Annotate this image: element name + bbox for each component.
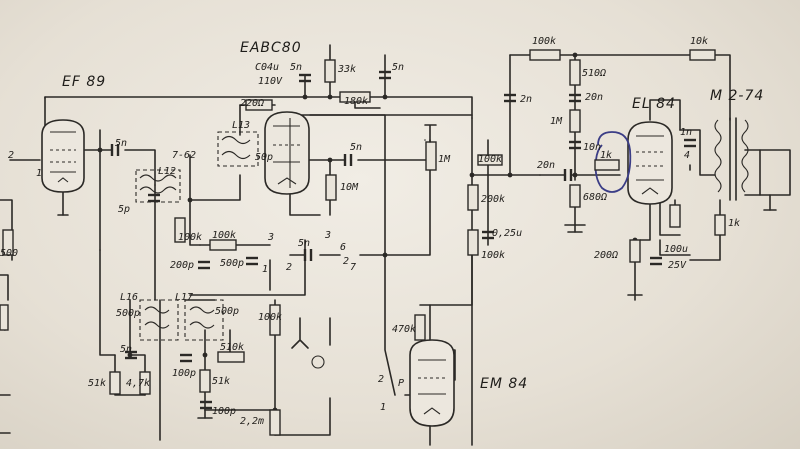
tube-el84-symbol [627, 121, 673, 205]
label: 2 [378, 374, 384, 385]
label: 200k [481, 194, 505, 205]
label: L16 [120, 292, 138, 303]
label: 4,7k [126, 378, 150, 389]
label: 3 [324, 230, 331, 241]
label: 51k [212, 376, 230, 387]
label: 100p [212, 406, 236, 417]
label: 5p [118, 204, 130, 215]
tube-label-em84: EM 84 [480, 376, 528, 392]
label: 5n [120, 344, 132, 355]
label: 680Ω [583, 192, 607, 203]
label: 2 [8, 150, 14, 161]
label: 10n [583, 142, 601, 153]
label: 5n [298, 238, 310, 249]
label: 100k [481, 250, 505, 261]
label: 200p [170, 260, 194, 271]
label: 500p [220, 258, 244, 269]
label: 0,25u [492, 228, 522, 239]
label: C04u [255, 62, 279, 73]
label: 7 [350, 262, 356, 273]
label: 4 [684, 150, 690, 161]
label: 20n [585, 92, 603, 103]
label: 33k [337, 64, 356, 75]
tube-em84-symbol [409, 339, 455, 427]
label: 5n [392, 62, 404, 73]
label: P [398, 378, 404, 389]
tube-ef89-symbol [41, 119, 85, 193]
coils [135, 117, 749, 341]
tube-label-eabc80: EABC80 [240, 40, 302, 56]
label: 1n [680, 127, 692, 138]
label: 100p [172, 368, 196, 379]
label: 200Ω [594, 250, 618, 261]
label: 500p [215, 306, 239, 317]
label: 1M [550, 116, 563, 127]
label: 100k [532, 36, 556, 47]
label: 1 [36, 168, 42, 179]
label: 100k [478, 154, 502, 165]
label: 50p [255, 152, 273, 163]
label: 100k [212, 230, 236, 241]
label: 500p [116, 308, 140, 319]
label: 5n [290, 62, 302, 73]
label: 25V [668, 260, 687, 271]
label: 5n [115, 138, 127, 149]
label: L13 [232, 120, 250, 131]
label: 510k [220, 342, 244, 353]
label: 6 [340, 242, 346, 253]
label: 20n [537, 160, 555, 171]
label: L17 [175, 292, 193, 303]
label: 10k [690, 36, 708, 47]
label: 51k [88, 378, 106, 389]
tube-label-el84: EL 84 [632, 96, 676, 112]
label: 110V [258, 76, 283, 87]
label: 2n [520, 94, 532, 105]
transformer-label: M 2-74 [710, 88, 764, 104]
label: 220Ω [240, 98, 264, 109]
label: 100u [664, 244, 688, 255]
label: 3 [267, 232, 274, 243]
tube-labels: EF 89 EABC80 EL 84 EM 84 M 2-74 [62, 40, 764, 392]
label: 1k [600, 150, 612, 161]
label: 7-62 [172, 150, 196, 161]
label: 100k [178, 232, 202, 243]
tube-label-ef89: EF 89 [62, 74, 106, 90]
component-labels: C04u 110V 5n 33k 5n 220Ω 180k 7-62 L13 L… [0, 36, 740, 427]
label: 5n [350, 142, 362, 153]
label: 500 [0, 248, 18, 259]
label: 510Ω [582, 68, 606, 79]
label: 2 [343, 256, 349, 267]
label: 2,2m [240, 416, 264, 427]
capacitors [110, 70, 696, 410]
label: 10M [340, 182, 359, 193]
label: 1 [380, 402, 386, 413]
label: 470k [392, 324, 416, 335]
label: 100k [258, 312, 282, 323]
label: L12 [158, 166, 176, 177]
resistors [0, 49, 726, 436]
label: 180k [344, 96, 368, 107]
ground-symbols [197, 124, 636, 419]
label: 1k [728, 218, 740, 229]
tube-eabc80-symbol [264, 111, 310, 195]
label: 1M [438, 154, 451, 165]
label: 1 [262, 264, 268, 275]
label: 2 [286, 262, 292, 273]
